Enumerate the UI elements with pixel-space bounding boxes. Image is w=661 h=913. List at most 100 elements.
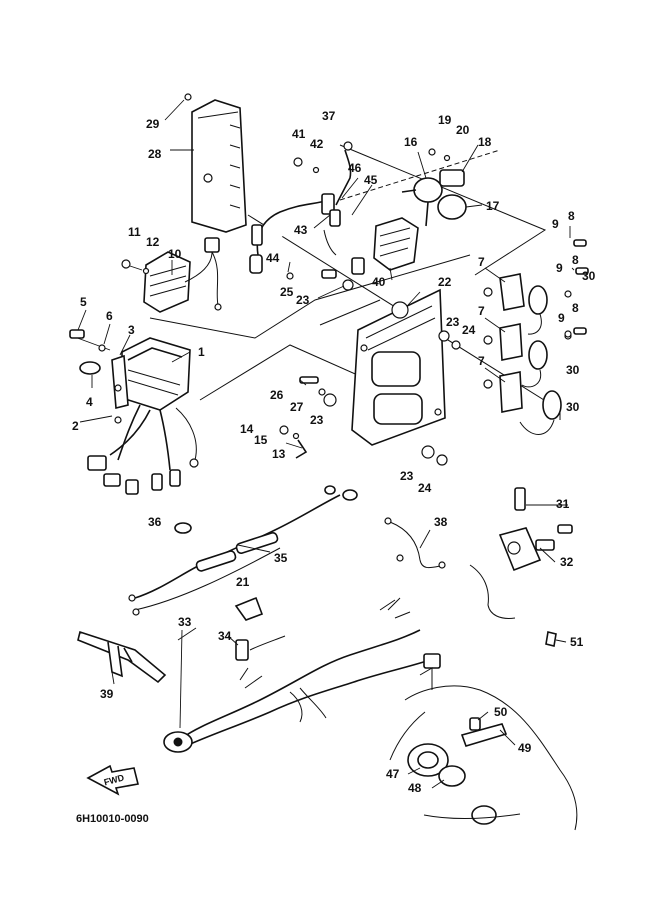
callout-35: 35 [274,551,288,565]
callout-7-middle: 7 [478,304,485,318]
callout-23-b: 23 [446,315,460,329]
rectifier-part-10 [121,237,222,313]
callout-8-upper: 8 [568,209,575,223]
washer-part-27 [318,388,326,396]
callout-6: 6 [106,309,113,323]
callout-23-a: 23 [296,293,310,307]
callout-1: 1 [198,345,205,359]
callout-11: 11 [128,225,141,239]
cdi-unit-part-1 [69,329,199,495]
collar-part-24b [436,454,448,466]
callout-30-b: 30 [566,363,580,377]
callout-46: 46 [348,161,362,175]
clip-part-37 [343,141,353,151]
callout-30-a: 30 [582,269,596,283]
upper-ignition-parts [286,141,467,280]
clamp-part-36 [174,522,192,534]
wire-harness-part-35 [128,485,358,616]
callout-9-upper: 9 [552,217,559,231]
callout-45: 45 [364,173,378,187]
callout-8-lower: 8 [572,301,579,315]
callout-2: 2 [72,419,79,433]
sensor-bracket-part-40 [373,217,419,271]
callout-leader-lines [77,144,575,789]
callout-48: 48 [408,781,422,795]
callout-43: 43 [294,223,308,237]
washer-part-44 [286,272,294,280]
callout-47: 47 [386,767,400,781]
callout-labels: 1 2 3 4 5 6 7 7 7 8 8 8 9 9 9 10 11 12 1… [72,109,596,795]
grommet-part-23c [323,393,337,407]
plate-part-49 [460,723,508,747]
callout-17: 17 [486,199,500,213]
bolt-part-25 [321,269,337,279]
callout-3: 3 [128,323,135,337]
callout-15: 15 [254,433,268,447]
callout-7-upper: 7 [478,255,485,269]
sensor-part-32 [469,487,573,619]
ignition-coils [483,239,589,435]
callout-38: 38 [434,515,448,529]
nut-part-2 [114,416,122,424]
callout-8-middle: 8 [572,253,579,267]
collar-part-6 [98,344,106,352]
callout-7-lower: 7 [478,354,485,368]
harness-bracket-part-39 [77,630,167,684]
clamp-part-13 [295,439,308,459]
callout-36: 36 [148,515,162,529]
callout-44: 44 [266,251,280,265]
callout-4: 4 [86,395,93,409]
callout-41: 41 [292,127,306,141]
callout-16: 16 [404,135,418,149]
callout-23-d: 23 [400,469,414,483]
washer-part-20 [443,154,451,162]
part-34 [235,639,249,661]
clamp-part-4 [79,361,101,375]
callout-9-middle: 9 [556,261,563,275]
callout-24-a: 24 [462,323,476,337]
ignition-coil-upper [483,239,587,335]
callout-5: 5 [80,295,87,309]
main-harness-part-33 [163,597,441,753]
callout-33: 33 [178,615,192,629]
bracket-part-18 [439,169,465,187]
callout-18: 18 [478,135,492,149]
callout-49: 49 [518,741,532,755]
screw-part-29 [184,93,192,101]
bracket-part-3 [111,354,129,410]
lower-cowling-assembly [389,667,578,831]
switch-part-31 [514,487,526,511]
callout-42: 42 [310,137,324,151]
screw-part-50 [469,717,481,731]
ignition-coil-middle [483,267,589,388]
screw-part-19 [428,148,436,156]
callout-27: 27 [290,400,304,414]
callout-25: 25 [280,285,294,299]
callout-26: 26 [270,388,284,402]
shield-plate-part-28 [164,93,247,233]
lead-wire-part-38 [384,517,446,569]
grommet-part-23b [438,330,450,342]
collar-part-24a [451,340,461,350]
callout-50: 50 [494,705,508,719]
callout-28: 28 [148,147,162,161]
callout-14: 14 [240,422,254,436]
bracket-part-21 [234,596,264,621]
callout-20: 20 [456,123,470,137]
callout-40: 40 [372,275,386,289]
grommet-part-23d [421,445,435,459]
callout-32: 32 [560,555,574,569]
callout-22: 22 [438,275,452,289]
washer-part-12 [142,267,150,275]
callout-29: 29 [146,117,160,131]
callout-9-lower: 9 [558,311,565,325]
switch-part-16 [413,177,443,203]
callout-39: 39 [100,687,114,701]
callout-30-c: 30 [566,400,580,414]
callout-10: 10 [168,247,182,261]
callout-37: 37 [322,109,336,123]
callout-12: 12 [146,235,160,249]
seal-part-48 [438,765,466,787]
callout-21: 21 [236,575,250,589]
fwd-arrow-icon: FWD [86,764,139,796]
